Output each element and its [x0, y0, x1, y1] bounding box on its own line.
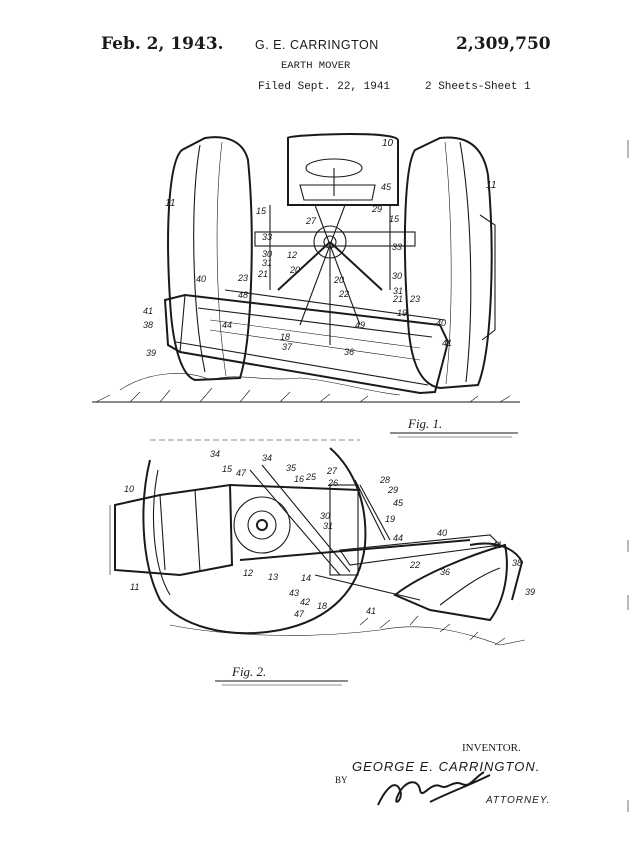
- svg-text:40: 40: [436, 318, 446, 328]
- svg-text:21: 21: [257, 269, 268, 279]
- svg-text:18: 18: [280, 332, 290, 342]
- svg-text:14: 14: [301, 573, 311, 583]
- svg-text:11: 11: [486, 180, 496, 191]
- svg-text:34: 34: [210, 449, 220, 459]
- filed-date: Filed Sept. 22, 1941: [258, 81, 391, 93]
- svg-text:43: 43: [289, 588, 299, 598]
- by-label: BY: [335, 775, 348, 785]
- svg-text:16: 16: [294, 474, 304, 484]
- svg-text:22: 22: [409, 560, 420, 570]
- svg-text:33: 33: [262, 232, 272, 242]
- svg-text:12: 12: [243, 568, 253, 578]
- svg-text:40: 40: [196, 274, 206, 284]
- svg-text:11: 11: [165, 198, 175, 209]
- svg-text:41: 41: [366, 606, 376, 616]
- svg-text:40: 40: [437, 528, 447, 538]
- svg-text:13: 13: [268, 572, 278, 582]
- svg-text:41: 41: [492, 540, 502, 550]
- inventor-label: INVENTOR.: [462, 742, 521, 754]
- svg-text:11: 11: [130, 582, 139, 592]
- svg-text:30: 30: [262, 249, 272, 259]
- svg-text:15: 15: [256, 206, 267, 216]
- svg-text:34: 34: [262, 453, 272, 463]
- inventor-header: G. E. CARRINGTON: [255, 38, 379, 52]
- svg-text:30: 30: [392, 271, 402, 281]
- svg-text:25: 25: [305, 472, 317, 482]
- svg-text:15: 15: [222, 464, 233, 474]
- svg-text:26: 26: [327, 478, 338, 488]
- figure-2-caption: Fig. 2.: [231, 664, 266, 679]
- svg-text:21: 21: [392, 294, 403, 304]
- svg-text:47: 47: [236, 468, 247, 478]
- svg-text:20: 20: [333, 275, 344, 285]
- figure-1-drawing: 10 11 11 15 15 45 27 29 33 33 30 31 12 2…: [92, 133, 520, 403]
- patent-number: 2,309,750: [456, 34, 551, 54]
- svg-text:45: 45: [393, 498, 404, 508]
- svg-text:10: 10: [124, 484, 134, 494]
- figure-2-drawing: 34 34 15 47 35 16 25 27 26 28 29 10 45 1…: [109, 439, 535, 646]
- svg-text:42: 42: [300, 597, 310, 607]
- inventor-name: GEORGE E. CARRINGTON.: [352, 759, 541, 774]
- svg-text:38: 38: [143, 320, 153, 330]
- svg-text:44: 44: [393, 533, 403, 543]
- attorney-signature: [377, 771, 491, 806]
- svg-text:44: 44: [222, 320, 232, 330]
- svg-text:31: 31: [262, 258, 272, 268]
- invention-title: EARTH MOVER: [281, 60, 351, 72]
- svg-text:23: 23: [237, 273, 248, 283]
- svg-text:49: 49: [355, 320, 365, 330]
- svg-text:36: 36: [344, 347, 354, 357]
- svg-text:48: 48: [238, 290, 248, 300]
- patent-date: Feb. 2, 1943.: [101, 34, 224, 54]
- svg-text:18: 18: [317, 601, 327, 611]
- svg-text:45: 45: [381, 182, 392, 192]
- svg-text:35: 35: [286, 463, 297, 473]
- svg-text:31: 31: [393, 286, 403, 296]
- svg-text:12: 12: [287, 250, 297, 260]
- svg-text:10: 10: [382, 138, 394, 149]
- svg-text:41: 41: [442, 338, 452, 348]
- figure-1-caption: Fig. 1.: [407, 416, 442, 431]
- svg-text:30: 30: [320, 511, 330, 521]
- svg-text:27: 27: [326, 466, 338, 476]
- svg-text:22: 22: [338, 289, 349, 299]
- svg-text:33: 33: [392, 242, 402, 252]
- svg-text:36: 36: [440, 567, 450, 577]
- svg-text:23: 23: [409, 294, 420, 304]
- svg-text:29: 29: [387, 485, 398, 495]
- svg-text:41: 41: [143, 306, 153, 316]
- svg-text:39: 39: [525, 587, 535, 597]
- svg-text:19: 19: [397, 308, 407, 318]
- svg-text:29: 29: [371, 204, 382, 214]
- svg-text:31: 31: [323, 521, 333, 531]
- attorney-label: ATTORNEY.: [486, 795, 551, 806]
- svg-text:28: 28: [379, 475, 390, 485]
- svg-text:38: 38: [512, 558, 522, 568]
- svg-text:20: 20: [289, 265, 300, 275]
- svg-text:37: 37: [282, 342, 293, 352]
- sheet-count: 2 Sheets-Sheet 1: [425, 81, 531, 93]
- svg-text:19: 19: [385, 514, 395, 524]
- svg-text:15: 15: [389, 214, 400, 224]
- svg-text:27: 27: [305, 216, 317, 226]
- svg-text:47: 47: [294, 609, 305, 619]
- svg-text:39: 39: [146, 348, 156, 358]
